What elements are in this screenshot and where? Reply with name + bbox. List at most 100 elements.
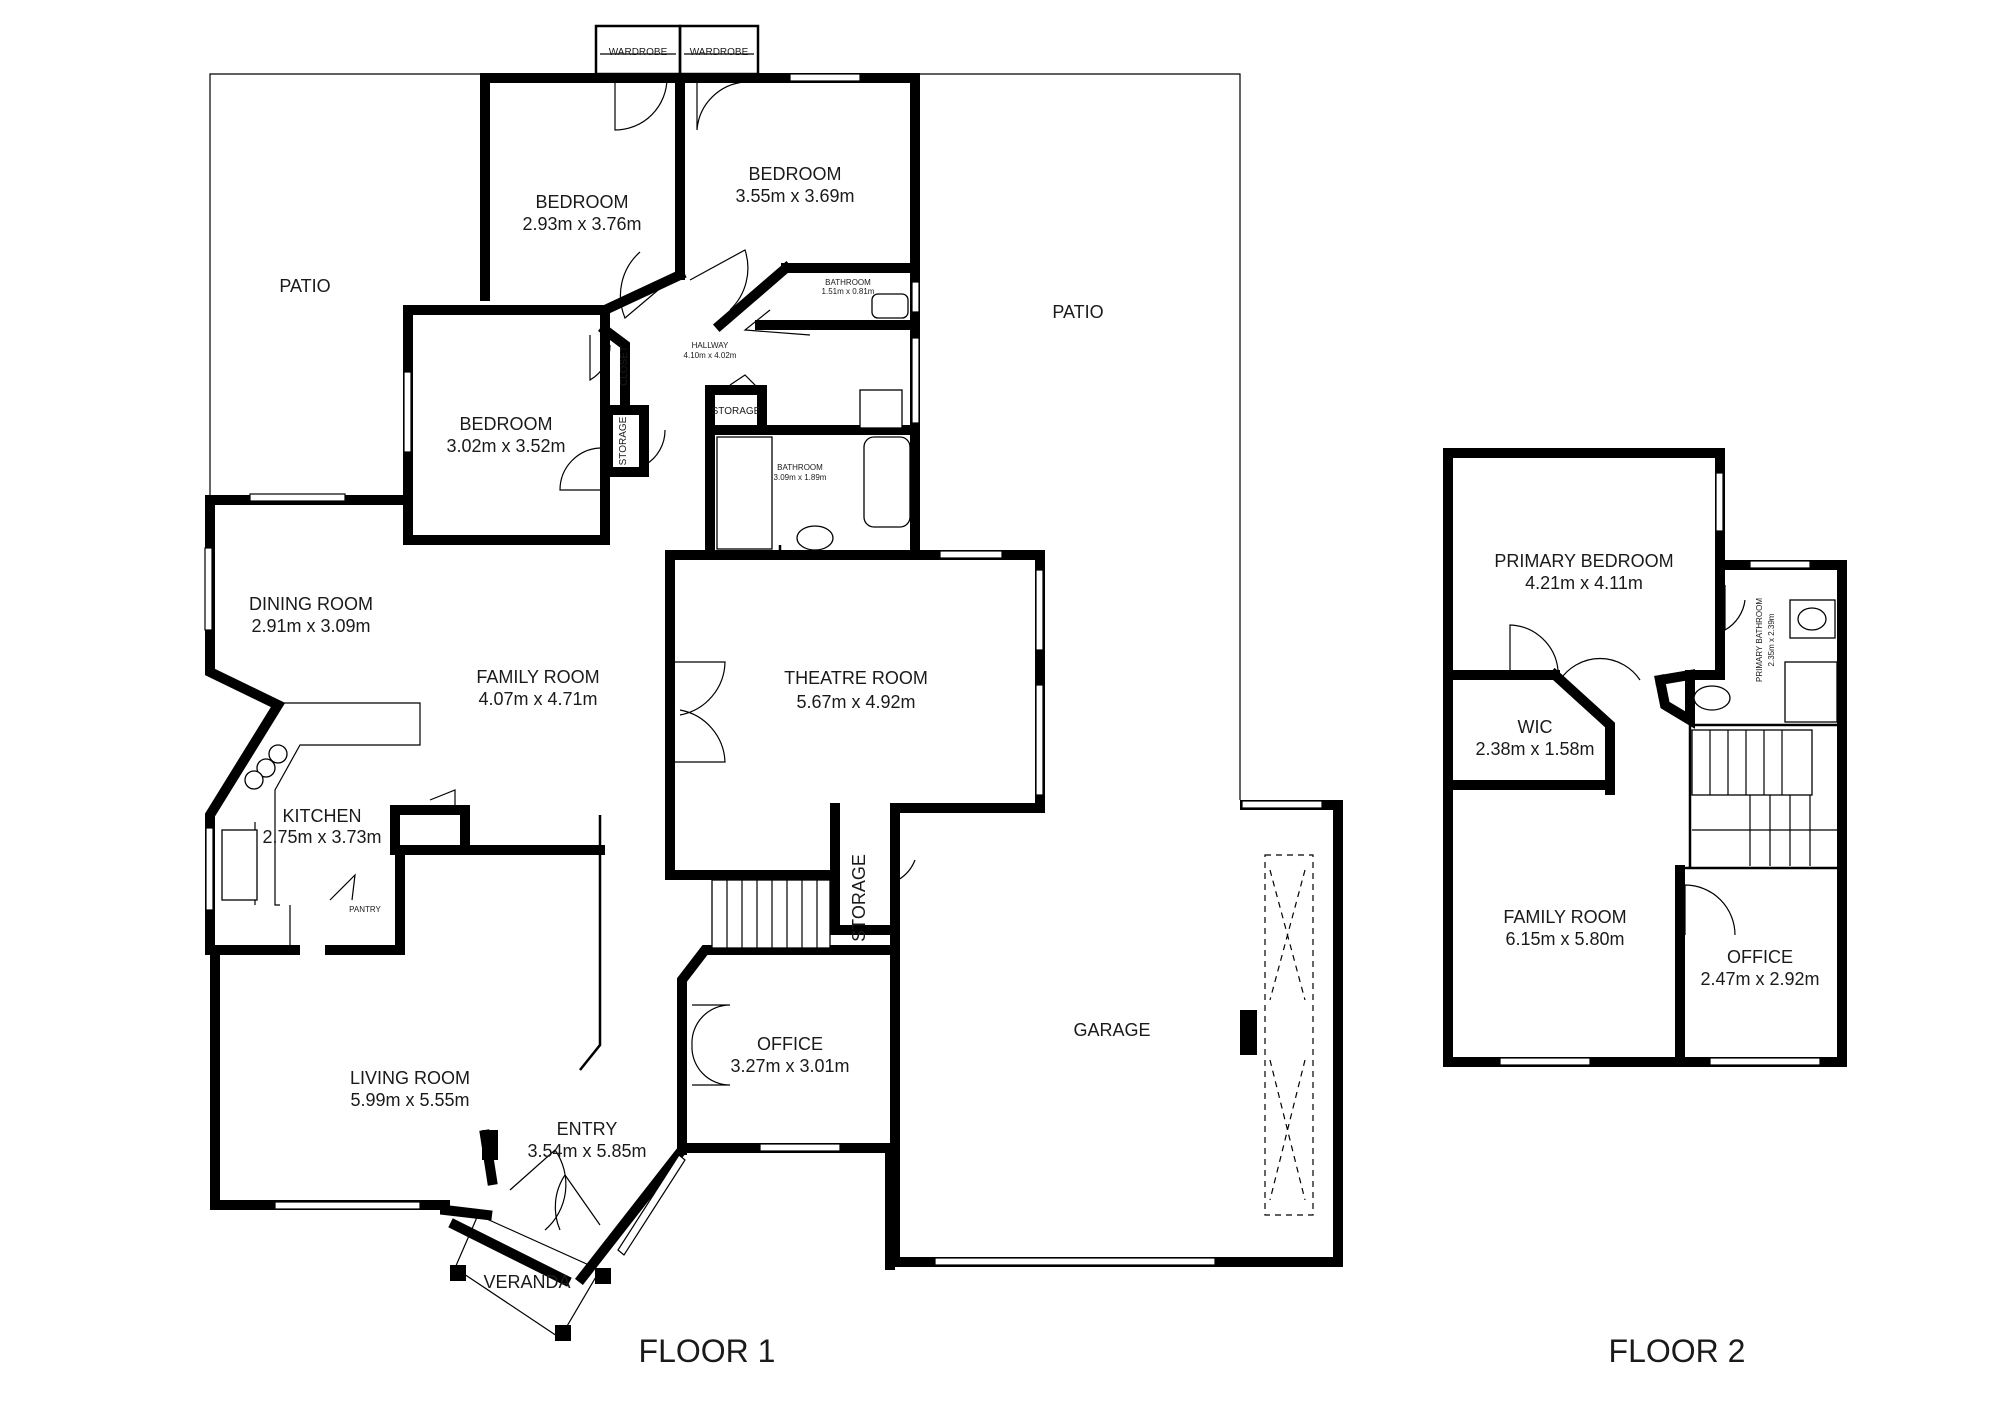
wardrobe-label: WARDROBE [690, 47, 749, 58]
floor2-fixtures [1693, 599, 1838, 723]
room-name: BATHROOM [777, 463, 823, 472]
post [482, 1130, 498, 1160]
room-size: 2.38m x 1.58m [1475, 739, 1594, 759]
room-name: DINING ROOM [249, 594, 373, 614]
door [696, 78, 746, 131]
window [934, 1257, 1216, 1266]
window [1035, 684, 1044, 796]
storage-label: STORAGE [712, 406, 761, 417]
floor2-windows [1499, 472, 1821, 1066]
patio-outlines [209, 73, 1241, 800]
hob-icon [256, 758, 276, 778]
window [1709, 1057, 1821, 1066]
floor-title: FLOOR 1 [639, 1333, 776, 1369]
toilet-icon [796, 525, 834, 551]
door [691, 1004, 731, 1046]
room-name: WIC [1518, 717, 1553, 737]
door [729, 374, 761, 391]
room-name: BEDROOM [535, 192, 628, 212]
post [595, 1268, 611, 1284]
floor2-plan: PRIMARY BEDROOM 4.21m x 4.11m PRIMARY BA… [1443, 448, 1847, 1369]
basin-icon [859, 389, 903, 429]
window [1749, 560, 1811, 569]
floor2-labels: PRIMARY BEDROOM 4.21m x 4.11m PRIMARY BA… [1475, 551, 1819, 1369]
window [911, 281, 920, 313]
window [617, 1154, 686, 1256]
room-name: ENTRY [557, 1119, 618, 1139]
window [759, 1143, 841, 1152]
closet-label: CLOSET [619, 346, 630, 386]
shower [1784, 661, 1838, 723]
toilet-icon [1693, 685, 1731, 711]
door [691, 1044, 731, 1086]
room-size: 4.10m x 4.02m [684, 351, 737, 360]
hob-icon [268, 744, 288, 764]
patio-label: PATIO [279, 276, 330, 296]
window [1715, 472, 1724, 532]
bathtub-icon [863, 436, 911, 528]
floor2-stairs [1691, 729, 1838, 866]
door [670, 709, 726, 763]
floor1-fixtures [221, 293, 1314, 1341]
window [403, 371, 412, 453]
window [1241, 800, 1323, 809]
room-name: FAMILY ROOM [476, 667, 599, 687]
door [1559, 658, 1641, 716]
room-name: LIVING ROOM [350, 1068, 470, 1088]
door [1724, 585, 1746, 632]
room-name: PRIMARY BATHROOM [1755, 598, 1764, 682]
window [204, 547, 213, 631]
veranda-label: VERANDA [483, 1272, 570, 1292]
room-name: OFFICE [1727, 947, 1793, 967]
window [939, 550, 1003, 559]
window [789, 73, 861, 82]
room-name: FAMILY ROOM [1503, 907, 1626, 927]
door [619, 251, 671, 319]
room-name: BATHROOM [825, 278, 871, 287]
storage-label: STORAGE [618, 416, 629, 465]
hob-icon [244, 770, 264, 790]
pantry-label: PANTRY [349, 905, 381, 914]
room-name: GARAGE [1073, 1020, 1150, 1040]
toilet-icon [871, 293, 909, 319]
room-size: 3.09m x 1.89m [774, 473, 827, 482]
storage-label: STORAGE [849, 854, 869, 942]
room-name: KITCHEN [282, 806, 361, 826]
window [249, 493, 346, 502]
room-name: BEDROOM [459, 414, 552, 434]
door [509, 1149, 567, 1231]
veranda-outline [454, 1214, 601, 1339]
floor1-windows [204, 73, 1323, 1266]
window [911, 337, 920, 424]
room-size: 5.67m x 4.92m [796, 692, 915, 712]
room-size: 3.02m x 3.52m [446, 436, 565, 456]
window [274, 1201, 421, 1210]
patio-label: PATIO [1052, 302, 1103, 322]
floor1-labels: PATIO PATIO WARDROBE WARDROBE BEDROOM 2.… [249, 47, 1151, 1369]
room-name: OFFICE [757, 1034, 823, 1054]
door [897, 840, 916, 882]
floor2-doors [1509, 585, 1746, 936]
room-size: 2.47m x 2.92m [1700, 969, 1819, 989]
room-size: 2.91m x 3.09m [251, 616, 370, 636]
room-name: PRIMARY BEDROOM [1494, 551, 1673, 571]
door [689, 249, 749, 311]
room-name: THEATRE ROOM [784, 668, 928, 688]
room-size: 2.75m x 3.73m [262, 827, 381, 847]
door [1509, 624, 1559, 675]
door [589, 335, 611, 382]
room-size: 3.27m x 3.01m [730, 1056, 849, 1076]
bathtub-icon [1797, 607, 1827, 631]
garage-vehicle-outline [1240, 854, 1314, 1216]
floor1-walls [205, 73, 1343, 1287]
door [644, 420, 666, 467]
room-size: 3.55m x 3.69m [735, 186, 854, 206]
room-size: 4.07m x 4.71m [478, 689, 597, 709]
floor1-plan: PATIO PATIO WARDROBE WARDROBE BEDROOM 2.… [204, 24, 1343, 1369]
room-size: 2.35m x 2.39m [1767, 613, 1776, 666]
kitchen-sink-icon [221, 829, 258, 901]
door [554, 1173, 601, 1231]
post [450, 1265, 466, 1281]
floor1-doors [329, 77, 916, 1231]
